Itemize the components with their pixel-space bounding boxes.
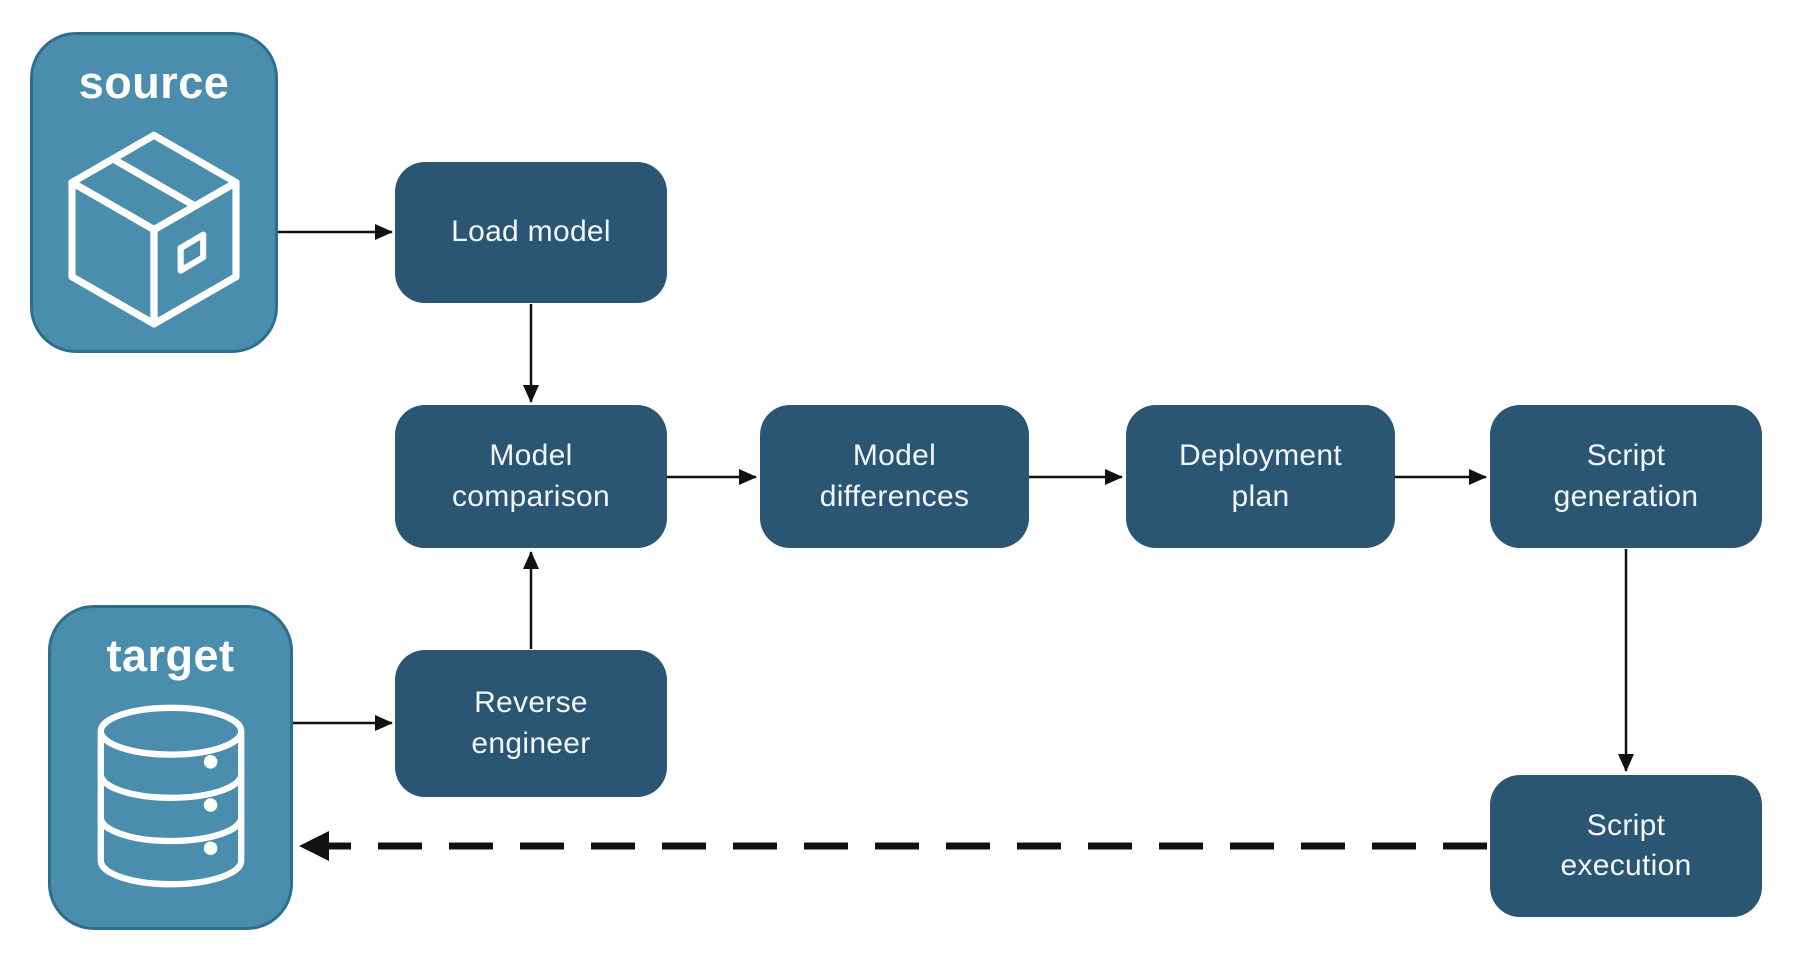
node-model-comparison: Model comparison (395, 405, 667, 548)
target-node: target (48, 605, 293, 930)
source-node: source (30, 32, 278, 353)
node-script-generation: Script generation (1490, 405, 1762, 548)
node-deployment-plan-label: Deployment plan (1178, 439, 1343, 513)
node-model-differences: Model differences (760, 405, 1029, 548)
node-deployment-plan: Deployment plan (1126, 405, 1395, 548)
database-icon (97, 704, 244, 888)
node-load-model-label: Load model (451, 215, 611, 249)
node-script-execution: Script execution (1490, 775, 1762, 917)
node-script-execution-label: Script execution (1560, 808, 1692, 882)
source-label: source (78, 57, 230, 108)
node-script-generation-label: Script generation (1553, 439, 1699, 513)
node-reverse-engineer-label: Reverse engineer (471, 686, 591, 760)
node-model-comparison-label: Model comparison (451, 439, 611, 513)
node-model-differences-label: Model differences (819, 439, 970, 513)
node-load-model: Load model (395, 162, 667, 303)
package-icon (68, 131, 240, 328)
node-reverse-engineer: Reverse engineer (395, 650, 667, 797)
target-label: target (106, 630, 235, 681)
